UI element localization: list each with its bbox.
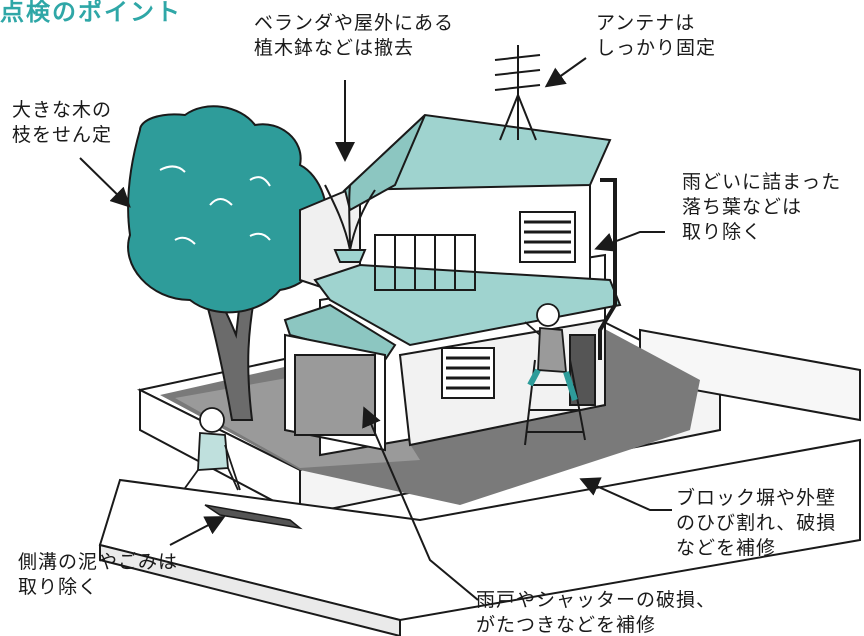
arrow-ditch (169, 516, 226, 546)
pointer-arrows (79, 57, 672, 601)
person-on-ladder (524, 303, 578, 401)
callout-antenna: アンテナは しっかり固定 (596, 12, 717, 59)
page-title: 点検のポイント (0, 0, 182, 26)
arrow-wall (579, 477, 672, 511)
callout-block-wall: ブロック塀や外壁 のひび割れ、破損 などを補修 (676, 487, 837, 559)
callout-gutter: 雨どいに詰まった 落ち葉などは 取り除く (682, 171, 842, 243)
arrow-antenna (544, 57, 587, 88)
callout-ditch: 側溝の泥やごみは 取り除く (18, 551, 179, 598)
arrow-tree (79, 157, 131, 208)
arrow-gutter (594, 231, 665, 252)
tree (127, 105, 328, 421)
side-ditch (204, 504, 303, 530)
house (283, 45, 622, 457)
callout-shutter: 雨戸やシャッターの破損、 がたつきなどを補修 (476, 589, 717, 636)
callout-tree: 大きな木の 枝をせん定 (12, 99, 113, 146)
person-at-ditch (184, 407, 241, 491)
callout-balcony: ベランダや屋外にある 植木鉢などは撤去 (254, 12, 455, 59)
arrow-shutter (362, 406, 479, 601)
